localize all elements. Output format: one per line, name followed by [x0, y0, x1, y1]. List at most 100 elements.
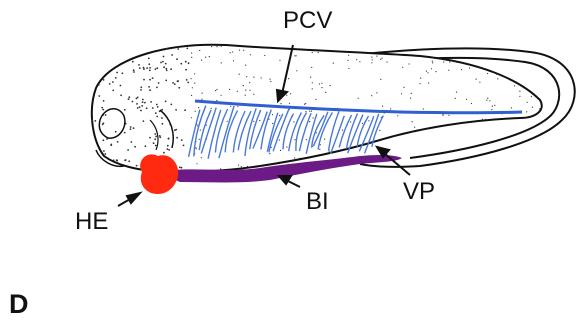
stipple-dot — [237, 91, 238, 92]
stipple-dot — [269, 153, 270, 154]
stipple-dot — [358, 98, 359, 99]
stipple-dot — [201, 157, 202, 158]
stipple-dot — [195, 111, 196, 112]
stipple-dot — [245, 90, 246, 91]
stipple-dot — [165, 100, 167, 102]
label-vp: VP — [403, 178, 435, 205]
stipple-dot — [128, 96, 130, 98]
stipple-dot — [160, 62, 162, 64]
stipple-dot — [511, 107, 512, 108]
stipple-dot — [379, 130, 380, 131]
stipple-dot — [299, 158, 300, 159]
stipple-dot — [245, 65, 246, 66]
stipple-dot — [155, 145, 157, 147]
stipple-dot — [184, 109, 186, 111]
stipple-dot — [403, 87, 404, 88]
stipple-dot — [201, 60, 202, 61]
stipple-dot — [330, 85, 331, 86]
stipple-dot — [313, 117, 314, 118]
stipple-dot — [141, 105, 143, 107]
stipple-dot — [216, 46, 217, 47]
stipple-dot — [133, 127, 135, 129]
stipple-dot — [170, 68, 172, 70]
label-he: HE — [75, 208, 108, 235]
stipple-dot — [382, 106, 383, 107]
stipple-dot — [381, 58, 382, 59]
stipple-dot — [177, 48, 179, 50]
stipple-dot — [168, 149, 170, 151]
stipple-dot — [138, 64, 140, 66]
stipple-dot — [167, 148, 169, 150]
stipple-dot — [526, 111, 527, 112]
stipple-dot — [492, 106, 493, 107]
stipple-dot — [432, 62, 433, 63]
stipple-dot — [185, 61, 187, 63]
stipple-dot — [180, 63, 182, 65]
stipple-dot — [124, 109, 126, 111]
stipple-dot — [305, 103, 306, 104]
stipple-dot — [232, 51, 233, 52]
stipple-dot — [443, 61, 444, 62]
stipple-dot — [186, 79, 188, 81]
stipple-dot — [198, 107, 199, 108]
stipple-dot — [311, 67, 312, 68]
stipple-dot — [329, 151, 330, 152]
stipple-dot — [494, 105, 495, 106]
stipple-dot — [315, 99, 316, 100]
stipple-dot — [172, 82, 174, 84]
stipple-dot — [238, 165, 239, 166]
stipple-dot — [310, 77, 311, 78]
stipple-dot — [230, 52, 231, 53]
stipple-dot — [175, 109, 177, 111]
stipple-dot — [427, 72, 428, 73]
stipple-dot — [221, 95, 222, 96]
stipple-dot — [428, 82, 429, 83]
stipple-dot — [243, 85, 244, 86]
stipple-dot — [191, 57, 192, 58]
stipple-dot — [142, 99, 144, 101]
stipple-dot — [181, 167, 183, 169]
stipple-dot — [139, 106, 141, 108]
stipple-dot — [350, 121, 351, 122]
stipple-dot — [110, 144, 112, 146]
stipple-dot — [142, 101, 144, 103]
stipple-dot — [272, 123, 273, 124]
stipple-dot — [188, 62, 190, 64]
stipple-dot — [294, 139, 295, 140]
stipple-dot — [420, 83, 421, 84]
stipple-dot — [127, 149, 129, 151]
stipple-dot — [497, 78, 498, 79]
stipple-dot — [314, 50, 315, 51]
stipple-dot — [156, 104, 158, 106]
stipple-dot — [319, 149, 320, 150]
stipple-dot — [116, 159, 118, 161]
stipple-dot — [496, 74, 497, 75]
stipple-dot — [155, 136, 157, 138]
stipple-dot — [279, 139, 280, 140]
stipple-dot — [321, 83, 322, 84]
stipple-dot — [174, 129, 176, 131]
stipple-dot — [185, 69, 187, 71]
stipple-dot — [152, 77, 154, 79]
stipple-dot — [104, 153, 106, 155]
stipple-dot — [143, 120, 145, 122]
stipple-dot — [342, 130, 343, 131]
label-pcv: PCV — [283, 7, 332, 34]
stipple-dot — [145, 145, 147, 147]
stipple-dot — [163, 66, 165, 68]
stipple-dot — [237, 106, 238, 107]
stipple-dot — [402, 67, 403, 68]
stipple-dot — [143, 68, 145, 70]
stipple-dot — [241, 166, 242, 167]
stipple-dot — [531, 96, 532, 97]
stipple-dot — [261, 77, 262, 78]
stipple-dot — [412, 121, 413, 122]
stipple-dot — [485, 119, 486, 120]
stipple-dot — [102, 124, 104, 126]
stipple-dot — [133, 71, 135, 73]
stipple-dot — [148, 86, 150, 88]
stipple-dot — [371, 95, 372, 96]
stipple-dot — [191, 117, 192, 118]
stipple-dot — [132, 61, 134, 63]
stipple-dot — [165, 80, 167, 82]
